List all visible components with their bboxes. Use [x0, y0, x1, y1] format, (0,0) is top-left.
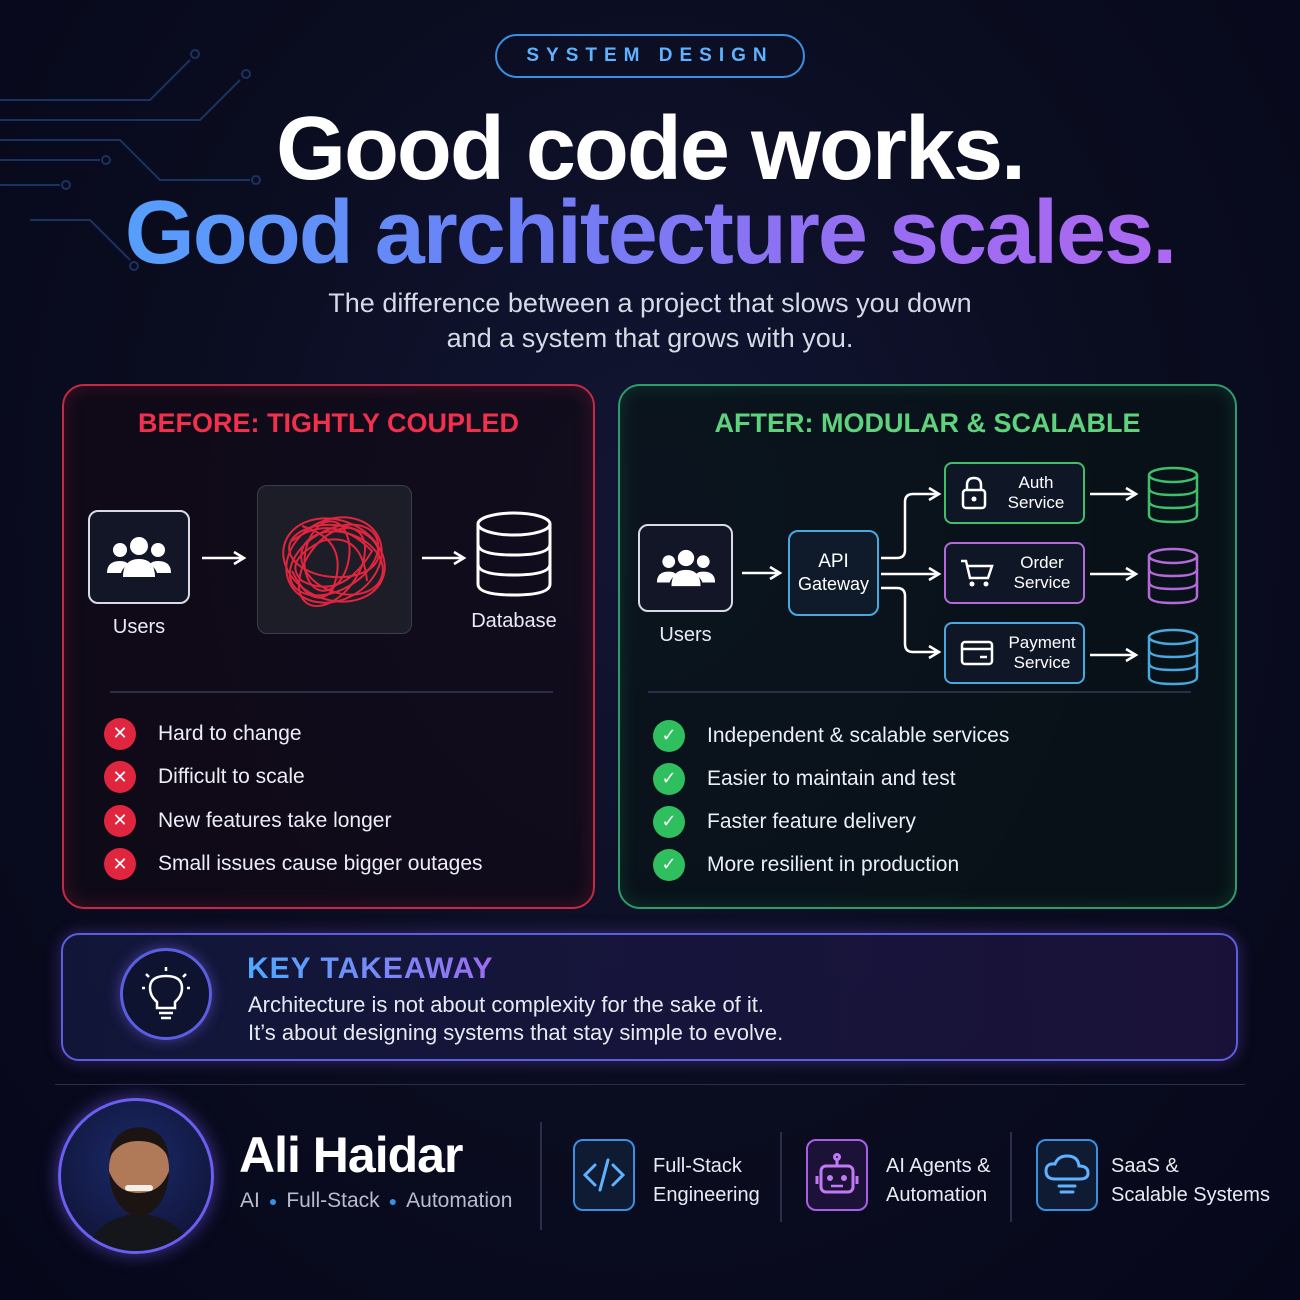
- arrow-icon: [1090, 566, 1139, 582]
- after-panel: [618, 384, 1237, 909]
- feature-ai: AI Agents &Automation: [886, 1155, 991, 1206]
- subtitle-line2: and a system that grows with you.: [446, 323, 854, 353]
- footer-separator: [540, 1122, 542, 1230]
- feature-badge-fullstack: [573, 1139, 635, 1211]
- gateway-label-line2: Gateway: [797, 574, 870, 594]
- check-icon: ✓: [653, 848, 685, 881]
- headline-line1: Good code works.: [275, 99, 1026, 199]
- subtitle-line1: The difference between a project that sl…: [328, 288, 972, 318]
- feature-badge-saas: [1036, 1139, 1098, 1211]
- list-item: ✓Easier to maintain and test: [653, 762, 1009, 795]
- key-takeaway-panel: [61, 933, 1238, 1061]
- arrow-icon: [202, 550, 247, 566]
- avatar: [58, 1098, 214, 1254]
- payment-database-icon: [1147, 628, 1199, 686]
- x-icon: ✕: [104, 717, 136, 750]
- database-label: Database: [471, 610, 557, 632]
- dot-separator-icon: ●: [388, 1193, 398, 1209]
- dot-separator-icon: ●: [268, 1193, 278, 1209]
- service-label-line2: Service: [1007, 493, 1065, 512]
- list-item: ✕New features take longer: [104, 804, 483, 837]
- order-database-icon: [1147, 547, 1199, 605]
- list-item: ✓Independent & scalable services: [653, 719, 1009, 752]
- tagline-item: AI: [240, 1189, 260, 1212]
- headline-line2: Good architecture scales.: [0, 182, 1300, 285]
- before-bullet-list: ✕Hard to change ✕Difficult to scale ✕New…: [104, 717, 483, 881]
- tagline-item: Automation: [406, 1189, 513, 1212]
- arrow-icon: [422, 550, 467, 566]
- before-panel: [62, 384, 595, 909]
- takeaway-title: KEY TAKEAWAY: [247, 952, 494, 985]
- robot-icon: [815, 1153, 859, 1194]
- users-label-before: Users: [112, 616, 166, 638]
- arrow-icon: [742, 565, 783, 581]
- cart-icon: [961, 559, 994, 587]
- lightbulb-badge: [120, 948, 212, 1040]
- after-title: AFTER: MODULAR & SCALABLE: [714, 408, 1141, 438]
- code-icon: [582, 1158, 626, 1192]
- list-item: ✓More resilient in production: [653, 848, 1009, 881]
- feature-saas: SaaS &Scalable Systems: [1111, 1155, 1270, 1206]
- users-box-before: [88, 510, 190, 604]
- users-icon: [656, 549, 715, 587]
- person-silhouette-icon: [87, 1127, 191, 1251]
- service-label-line2: Service: [1013, 653, 1071, 672]
- before-title: BEFORE: TIGHTLY COUPLED: [137, 408, 520, 438]
- service-label-line1: Payment: [1008, 633, 1076, 652]
- service-label-line1: Order: [1020, 553, 1064, 572]
- tangle-icon: [282, 515, 386, 607]
- list-item: ✓Faster feature delivery: [653, 805, 1009, 838]
- service-label-line2: Service: [1013, 573, 1071, 592]
- after-divider: [648, 691, 1191, 693]
- check-icon: ✓: [653, 762, 685, 795]
- list-item: ✕Small issues cause bigger outages: [104, 848, 483, 881]
- list-item: ✕Difficult to scale: [104, 761, 483, 794]
- x-icon: ✕: [104, 761, 136, 793]
- footer-divider: [55, 1084, 1245, 1085]
- author-name: Ali Haidar: [239, 1127, 463, 1183]
- card-icon: [960, 640, 994, 666]
- database-icon: [476, 511, 552, 597]
- cloud-icon: [1044, 1154, 1090, 1194]
- lock-icon: [961, 476, 987, 510]
- users-icon: [107, 537, 171, 577]
- takeaway-line1: Architecture is not about complexity for…: [248, 992, 765, 1017]
- footer-separator: [780, 1132, 782, 1222]
- users-label-after: Users: [659, 624, 712, 646]
- api-gateway-box: API Gateway: [788, 530, 879, 616]
- after-bullet-list: ✓Independent & scalable services ✓Easier…: [653, 719, 1009, 881]
- feature-badge-ai: [806, 1139, 868, 1211]
- section-tag: SYSTEM DESIGN: [495, 34, 805, 78]
- service-label-line1: Auth: [1018, 473, 1054, 492]
- list-item: ✕Hard to change: [104, 717, 483, 750]
- auth-database-icon: [1147, 466, 1199, 524]
- footer-separator: [1010, 1132, 1012, 1222]
- lightbulb-icon: [142, 967, 190, 1020]
- takeaway-line2: It’s about designing systems that stay s…: [248, 1020, 784, 1045]
- check-icon: ✓: [653, 805, 685, 838]
- gateway-label-line1: API: [818, 551, 849, 572]
- users-box-after: [638, 524, 733, 612]
- tangled-monolith: [257, 485, 412, 634]
- arrow-icon: [1090, 486, 1139, 502]
- check-icon: ✓: [653, 719, 685, 752]
- author-tagline: AI ● Full-Stack ● Automation: [240, 1189, 512, 1213]
- x-icon: ✕: [104, 804, 136, 837]
- gateway-connectors: [881, 486, 942, 660]
- before-divider: [110, 691, 553, 693]
- x-icon: ✕: [104, 848, 136, 880]
- circuit-decoration: [0, 49, 261, 271]
- arrow-icon: [1090, 647, 1139, 663]
- tagline-item: Full-Stack: [286, 1189, 380, 1212]
